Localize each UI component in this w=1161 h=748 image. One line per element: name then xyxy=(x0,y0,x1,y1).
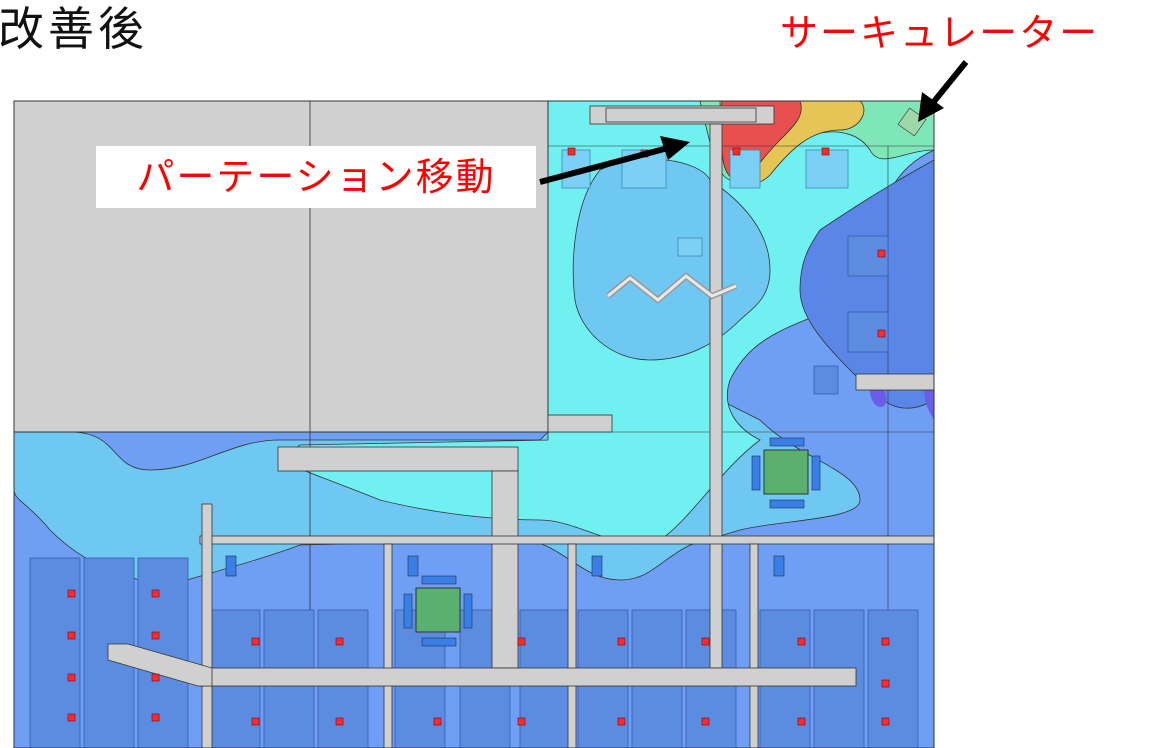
arrow-icon xyxy=(918,60,969,122)
floor-outline xyxy=(13,100,935,748)
zigzag-partition-inner xyxy=(607,274,737,302)
small-chairs xyxy=(225,555,785,577)
partition-move-label: パーテーション移動 xyxy=(96,146,536,208)
partition-walls xyxy=(107,105,934,748)
circulator-label: サーキュレーター xyxy=(780,11,1100,55)
meeting-table xyxy=(751,437,821,509)
page-title: 改善後 xyxy=(0,2,148,56)
arrow-icon xyxy=(539,136,690,185)
meeting-table xyxy=(403,575,473,647)
